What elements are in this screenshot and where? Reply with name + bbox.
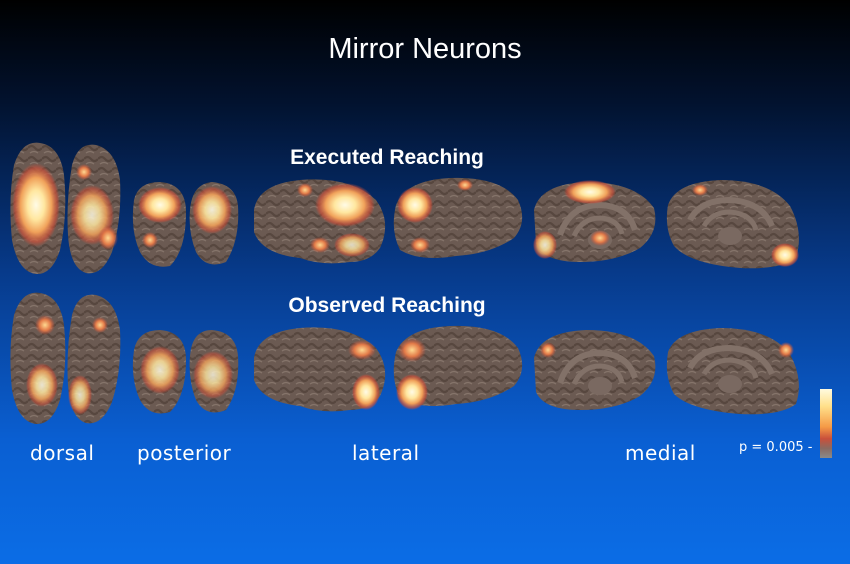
scale-threshold-label: p = 0.005 - [739,440,813,455]
view-label-lateral: lateral [352,441,420,465]
observed-lateral-right-brain [393,325,523,410]
view-label-medial: medial [625,441,696,465]
executed-reaching-label: Executed Reaching [290,146,484,169]
observed-posterior-brain [132,330,239,414]
observed-reaching-label: Observed Reaching [288,294,486,317]
view-label-dorsal: dorsal [30,441,95,465]
observed-lateral-left-brain [254,327,386,412]
executed-posterior-brain [132,182,239,267]
observed-medial-right-brain [666,328,799,415]
slide-title: Mirror Neurons [328,33,522,65]
executed-dorsal-brain [10,142,121,275]
executed-lateral-left-brain [254,179,386,264]
observed-medial-left-brain [534,330,656,410]
observed-dorsal-brain [10,292,121,425]
executed-medial-left-brain [533,180,656,262]
view-label-posterior: posterior [137,441,232,465]
executed-medial-right-brain [666,180,799,269]
executed-lateral-right-brain [393,177,523,258]
color-scale-bar [820,389,832,458]
